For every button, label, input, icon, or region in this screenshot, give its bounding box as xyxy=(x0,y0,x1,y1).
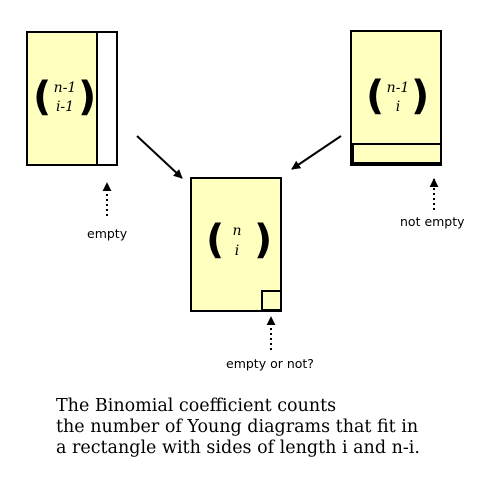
right-diagram: ( n-1 i ) xyxy=(350,30,442,166)
right-box xyxy=(350,30,442,166)
right-bottom-label: i xyxy=(396,99,400,115)
left-note: empty xyxy=(87,226,128,241)
center-corner-cell xyxy=(261,290,282,311)
center-note: empty or not? xyxy=(226,356,314,371)
center-box xyxy=(190,177,282,312)
left-empty-column xyxy=(96,31,118,166)
center-top-label: n xyxy=(232,223,241,239)
left-open-paren: ( xyxy=(33,74,51,120)
caption-line-1: The Binomial coefficient counts xyxy=(56,396,337,416)
arrow-left-to-center xyxy=(136,135,183,179)
arrow-right-to-center xyxy=(291,135,342,170)
right-filled-row xyxy=(352,143,442,164)
caption-line-2: the number of Young diagrams that fit in xyxy=(56,417,419,437)
right-top-label: n-1 xyxy=(387,80,410,96)
center-open-paren: ( xyxy=(206,217,224,263)
right-close-paren: ) xyxy=(411,73,429,119)
left-close-paren: ) xyxy=(78,74,96,120)
left-diagram: ( n-1 i-1 ) xyxy=(26,31,118,166)
center-close-paren: ) xyxy=(254,217,272,263)
right-note: not empty xyxy=(400,214,465,229)
center-diagram: ( n i ) xyxy=(190,177,282,312)
left-top-label: n-1 xyxy=(54,80,77,96)
caption-line-3: a rectangle with sides of length i and n… xyxy=(56,438,420,458)
caption: The Binomial coefficient counts the numb… xyxy=(56,396,420,459)
left-bottom-label: i-1 xyxy=(56,99,74,115)
right-open-paren: ( xyxy=(366,73,384,119)
center-bottom-label: i xyxy=(235,243,239,259)
